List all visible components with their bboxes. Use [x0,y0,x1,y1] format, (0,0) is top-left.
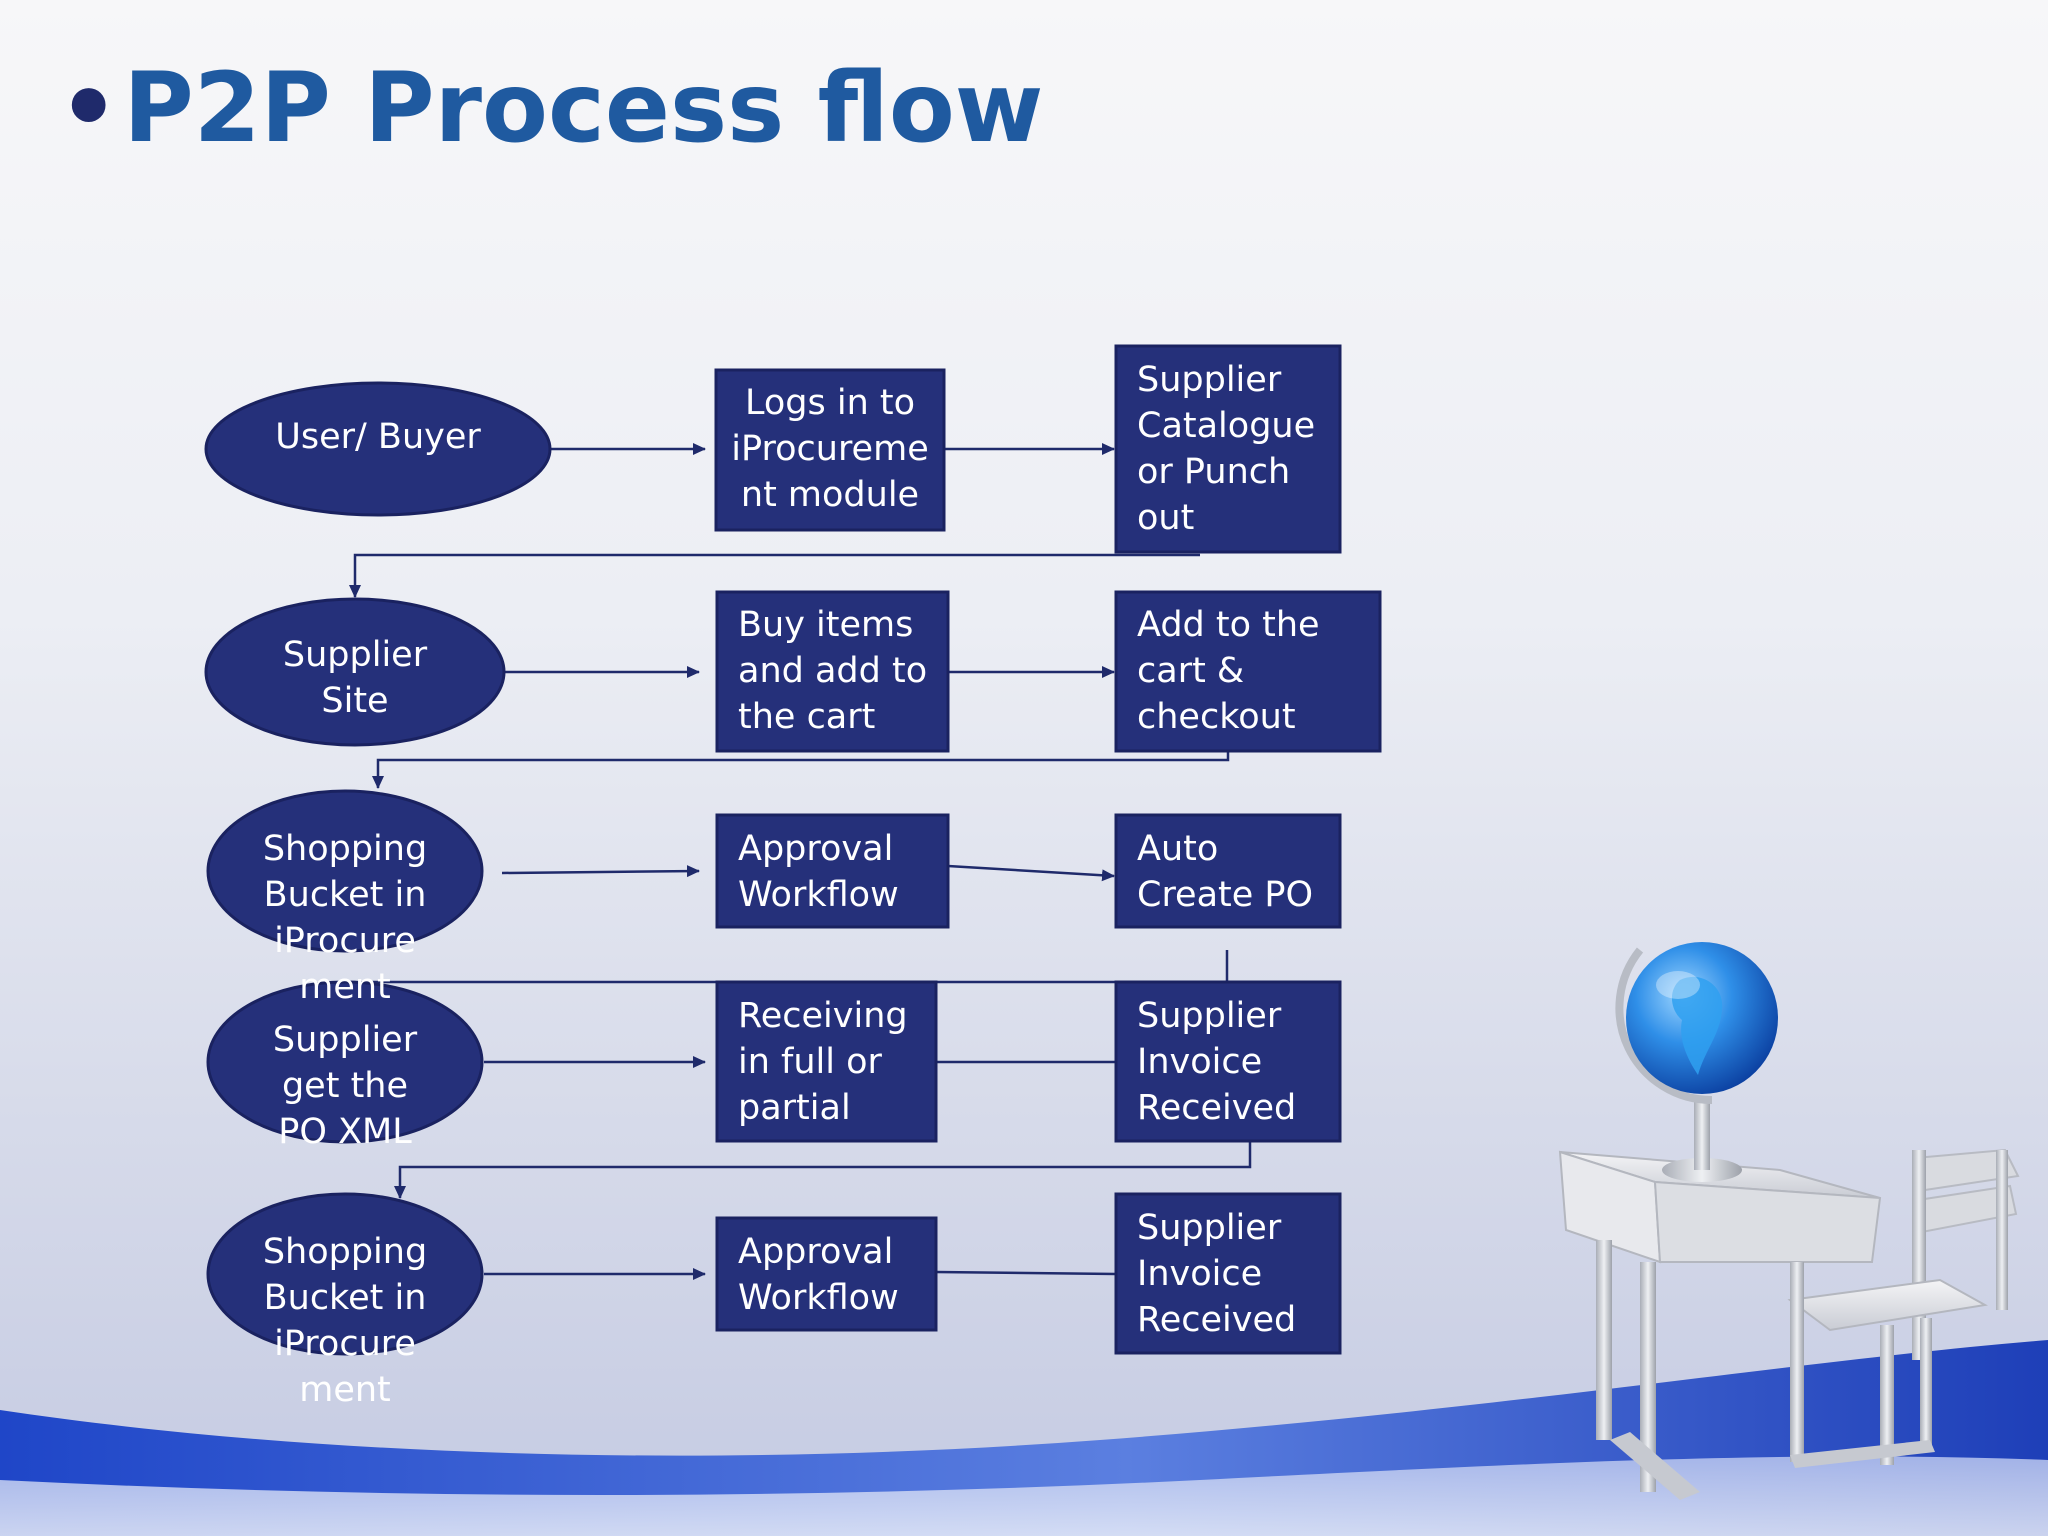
connector-catalogue-to-site [349,553,1200,598]
title-text: P2P Process flow [123,52,1044,164]
desk-shape [1558,1150,1935,1500]
node-supplier-invoice-2-shape [1114,1192,1342,1355]
node-add-to-cart-shape [1114,590,1382,753]
connector-approval-to-autopo [947,864,1115,882]
node-supplier-site-shape [204,597,506,747]
title-bullet: • [58,52,120,164]
connectors [349,443,1252,1280]
node-approval-workflow-2-shape [715,1216,938,1332]
node-receiving-shape [715,980,938,1143]
slide-title: •P2P Process flow [58,52,1043,164]
node-supplier-catalogue-shape [1114,344,1342,554]
node-auto-create-po-shape [1114,813,1342,929]
node-logs-in-shape [714,368,946,532]
node-shopping-bucket-1-shape [206,789,484,953]
connector-cart-to-bucket [372,751,1230,789]
node-supplier-invoice-1-shape [1114,980,1342,1143]
connector-bucket-to-approval [501,865,700,878]
node-user-buyer-shape [204,381,552,517]
nodes [204,344,1382,1356]
chair-shape [1787,1148,2020,1465]
node-buy-items-shape [715,590,950,753]
node-supplier-po-xml-shape [206,980,484,1144]
node-approval-workflow-1-shape [715,813,950,929]
globe-shape [1615,942,1778,1182]
connector-approval2-to-invoice2 [935,1270,1117,1276]
connector-invoice-to-bucket2 [394,1142,1252,1199]
node-shopping-bucket-2-shape [206,1192,484,1356]
